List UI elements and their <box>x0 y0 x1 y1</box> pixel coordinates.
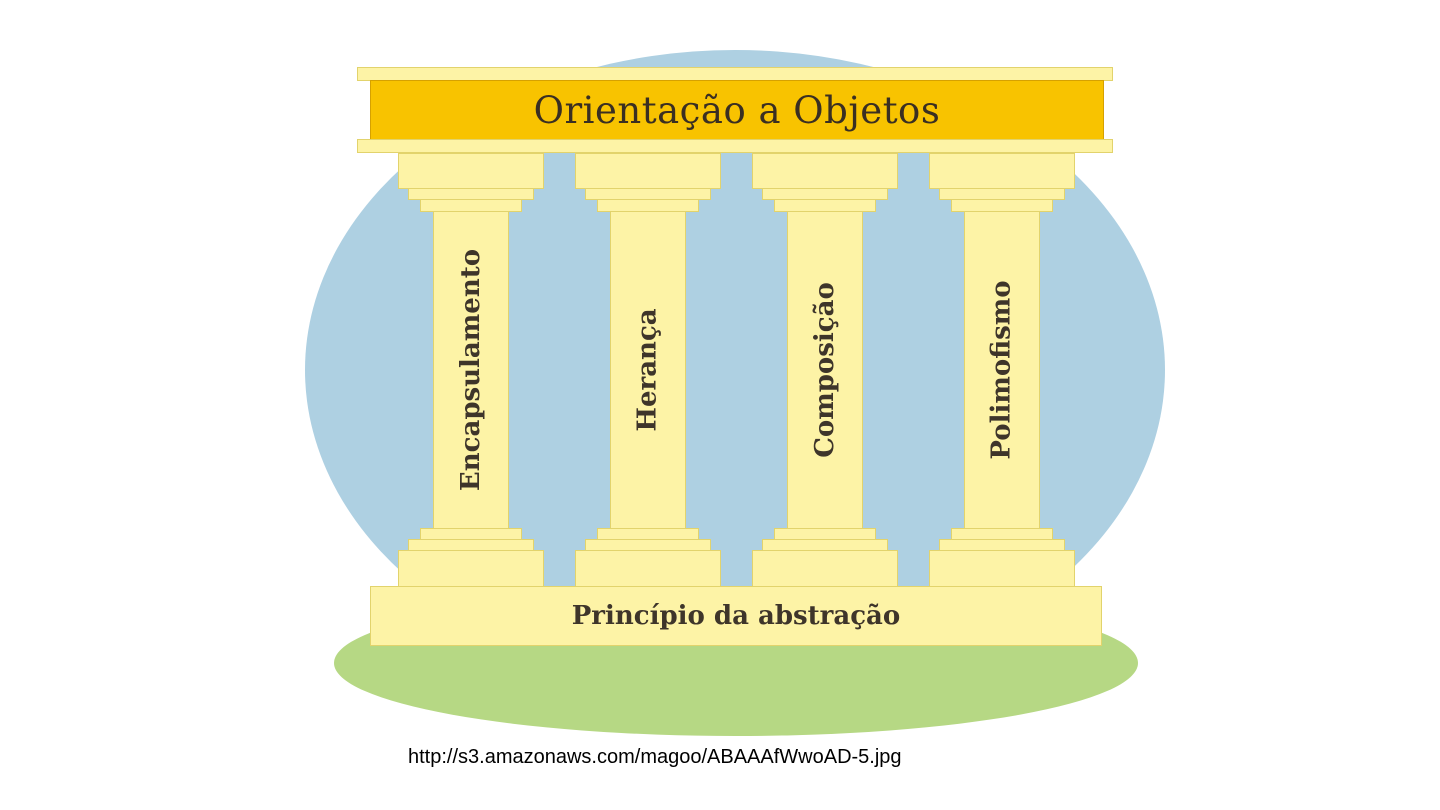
pillar-shaft: Polimofismo <box>964 211 1040 529</box>
pillar-polimofismo: Polimofismo <box>929 153 1075 587</box>
pillar-heranca: Herança <box>575 153 721 587</box>
pillar-label: Polimofismo <box>987 280 1018 460</box>
pillar-label: Encapsulamento <box>456 248 486 492</box>
pillar-encapsulamento: Encapsulamento <box>398 153 544 587</box>
pillar-label: Composição <box>810 282 841 458</box>
beam-entablature: Orientação a Objetos <box>370 80 1104 140</box>
foundation-base: Princípio da abstração <box>370 586 1102 646</box>
pillar-shaft: Composição <box>787 211 863 529</box>
diagram-title: Orientação a Objetos <box>533 88 941 132</box>
pillar-shaft: Herança <box>610 211 686 529</box>
base-label: Princípio da abstração <box>571 601 901 631</box>
pillar-composicao: Composição <box>752 153 898 587</box>
beam-top-molding <box>357 67 1113 81</box>
source-url-caption: http://s3.amazonaws.com/magoo/ABAAAfWwoA… <box>408 746 902 768</box>
pillar-label: Herança <box>633 308 664 432</box>
pillar-shaft: Encapsulamento <box>433 211 509 529</box>
beam-bottom-molding <box>357 139 1113 153</box>
